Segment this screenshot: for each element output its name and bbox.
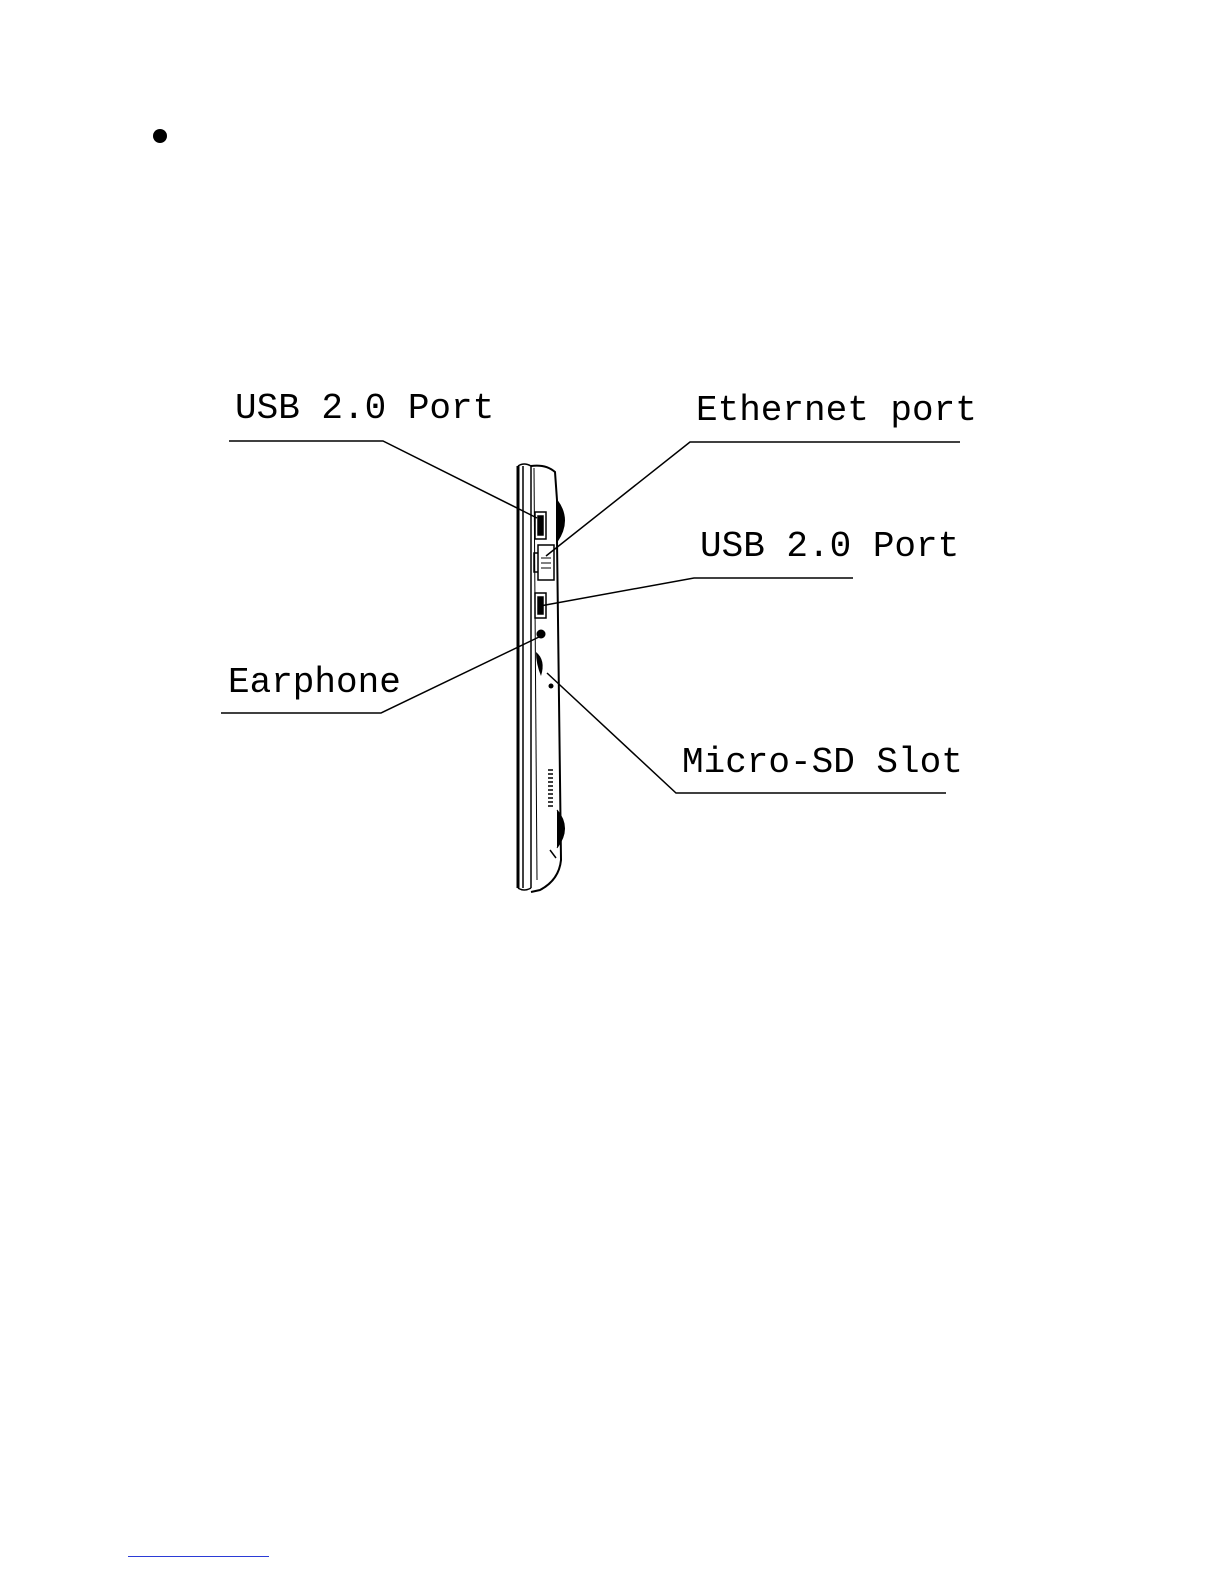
usb-port-top-icon [535, 512, 546, 539]
leader-usb-right [540, 578, 853, 606]
label-usb-port-right: USB 2.0 Port [700, 526, 959, 567]
leader-lines [221, 441, 960, 793]
label-usb-port-top: USB 2.0 Port [235, 388, 494, 429]
leader-usb-top [229, 441, 537, 518]
micro-sd-slot-icon [536, 652, 554, 689]
label-earphone: Earphone [228, 662, 401, 703]
footer-link-underline [128, 1556, 269, 1557]
ethernet-port-icon [534, 545, 554, 580]
label-ethernet-port: Ethernet port [696, 390, 977, 431]
label-micro-sd-slot: Micro-SD Slot [682, 742, 963, 783]
vent-grille [548, 770, 553, 806]
